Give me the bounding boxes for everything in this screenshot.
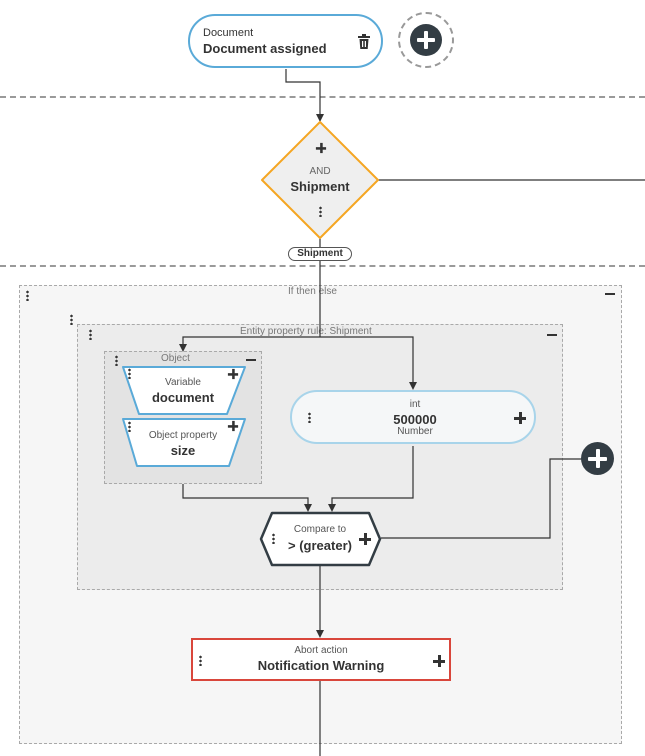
variable-menu-icon[interactable] bbox=[128, 368, 131, 379]
collapse-icon[interactable] bbox=[547, 334, 557, 336]
entity-rule-menu-icon[interactable] bbox=[89, 329, 92, 340]
abort-action-node[interactable]: Abort action Notification Warning bbox=[191, 638, 451, 681]
object-property-node-shape bbox=[122, 418, 246, 467]
gateway-name: Shipment bbox=[290, 179, 350, 194]
object-group-title: Object bbox=[161, 353, 190, 364]
edge-constant-to-compare bbox=[328, 446, 414, 512]
edge-trigger-to-gateway bbox=[285, 69, 324, 122]
compare-add-icon[interactable] bbox=[359, 533, 371, 545]
constant-node[interactable]: int 500000 Number bbox=[290, 390, 536, 444]
collapse-icon[interactable] bbox=[246, 359, 256, 361]
edge-compare-to-add bbox=[381, 458, 582, 539]
if-then-else-title: If then else bbox=[288, 286, 337, 297]
trigger-node[interactable]: Document Document assigned bbox=[188, 14, 383, 68]
gateway-menu-icon[interactable] bbox=[319, 206, 322, 217]
compare-node-shape bbox=[259, 511, 382, 567]
entity-rule-title: Entity property rule: Shipment bbox=[240, 326, 372, 337]
compare-menu-icon[interactable] bbox=[272, 533, 275, 544]
variable-type-label: Variable bbox=[165, 377, 201, 388]
compare-operator: > (greater) bbox=[288, 538, 352, 553]
constant-type-label: int bbox=[409, 399, 421, 410]
gateway-diamond bbox=[261, 121, 379, 239]
object-group-menu-icon[interactable] bbox=[115, 355, 118, 366]
section-divider-top bbox=[0, 96, 645, 98]
trigger-type-label: Document bbox=[203, 27, 254, 39]
edge-object-to-compare bbox=[182, 484, 312, 512]
edge-label-shipment: Shipment bbox=[288, 247, 352, 261]
edge-to-constant bbox=[320, 336, 417, 390]
object-property-name: size bbox=[170, 443, 196, 458]
object-property-type-label: Object property bbox=[148, 430, 218, 441]
gateway-add-icon[interactable] bbox=[315, 142, 327, 154]
inner-drag-handle-icon[interactable] bbox=[70, 314, 73, 325]
variable-add-icon[interactable] bbox=[227, 368, 239, 380]
abort-add-icon[interactable] bbox=[433, 655, 445, 667]
gateway-type-label: AND bbox=[309, 166, 331, 177]
abort-type-label: Abort action bbox=[294, 645, 348, 656]
constant-menu-icon[interactable] bbox=[308, 412, 311, 423]
trigger-name: Document assigned bbox=[203, 41, 327, 56]
edge-to-object bbox=[179, 336, 320, 352]
variable-name: document bbox=[151, 390, 215, 405]
constant-add-icon[interactable] bbox=[514, 412, 526, 424]
object-property-menu-icon[interactable] bbox=[128, 421, 131, 432]
section-divider-middle bbox=[0, 265, 645, 267]
add-trigger-button[interactable] bbox=[398, 12, 454, 68]
plus-circle-icon bbox=[410, 24, 442, 56]
add-branch-button[interactable] bbox=[581, 442, 614, 475]
if-then-else-menu-icon[interactable] bbox=[26, 290, 29, 301]
constant-sub-label: Number bbox=[397, 426, 433, 437]
collapse-icon[interactable] bbox=[605, 293, 615, 295]
compare-type-label: Compare to bbox=[293, 524, 347, 535]
object-property-add-icon[interactable] bbox=[227, 420, 239, 432]
abort-menu-icon[interactable] bbox=[199, 655, 202, 666]
constant-value: 500000 bbox=[393, 412, 437, 427]
abort-name: Notification Warning bbox=[257, 658, 385, 673]
trash-icon[interactable] bbox=[357, 34, 371, 50]
variable-node-shape bbox=[122, 366, 246, 415]
